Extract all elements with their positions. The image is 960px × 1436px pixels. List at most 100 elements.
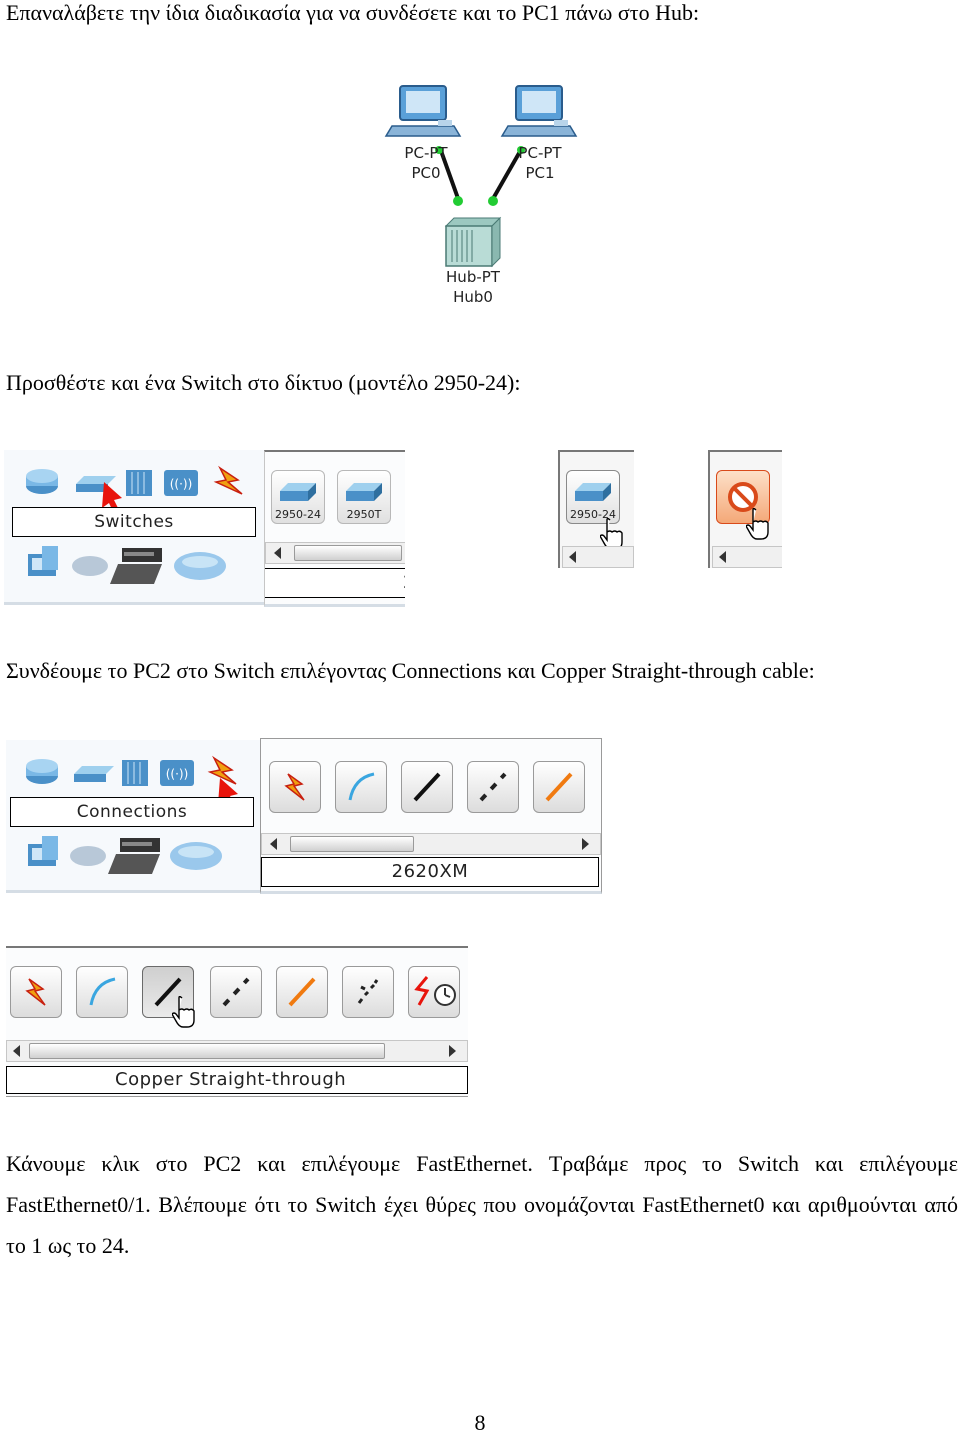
- wireless-icon[interactable]: ((·)): [164, 470, 198, 496]
- scroll-right-arrow-icon[interactable]: [449, 1045, 456, 1057]
- switch-model-icon: [280, 483, 316, 501]
- connections-lightning-icon[interactable]: [207, 755, 237, 785]
- model-scrollbar[interactable]: [265, 542, 405, 564]
- cable-scrollbar[interactable]: [6, 1040, 468, 1062]
- hub-category-icon[interactable]: [126, 470, 152, 496]
- cable-fiber-button[interactable]: [533, 761, 585, 813]
- link-pc1-hub: [488, 147, 524, 205]
- lightning-auto-icon: [284, 773, 305, 801]
- page-number: 8: [474, 1410, 486, 1435]
- port-light-hub-left: [453, 196, 463, 206]
- pc0-type-label: PC-PT: [404, 144, 448, 162]
- cable-cross-button[interactable]: [467, 761, 519, 813]
- cable-console-button[interactable]: [335, 761, 387, 813]
- switch-model-icon: [575, 483, 611, 501]
- cable-auto-button[interactable]: [269, 761, 321, 813]
- phone-cable-icon: [357, 979, 379, 1004]
- forbidden-icon: [728, 482, 758, 512]
- cable-fiber-button[interactable]: [276, 966, 328, 1018]
- crossover-cable-icon: [479, 772, 507, 802]
- pc0-icon[interactable]: [384, 85, 462, 137]
- cable-types-panel: Copper Straight-through: [6, 946, 468, 1097]
- paragraph-add-switch: Προσθέστε και ένα Switch στο δίκτυο (μον…: [6, 370, 521, 395]
- straight-cable-icon: [154, 977, 182, 1007]
- hub-category-icon[interactable]: [122, 760, 148, 786]
- model-label: 2950-24: [275, 508, 321, 521]
- link-pc0-hub: [438, 147, 462, 205]
- custom-devices-icon[interactable]: [110, 548, 162, 584]
- pc1-icon[interactable]: [500, 85, 578, 137]
- hub-name-label: Hub0: [453, 288, 493, 306]
- zoom-scrollbar[interactable]: [712, 546, 782, 568]
- router-icon[interactable]: [26, 759, 58, 784]
- end-devices-icon[interactable]: [28, 546, 58, 576]
- connections-scrollbar[interactable]: [261, 833, 601, 855]
- end-devices-icon[interactable]: [28, 836, 58, 866]
- cable-auto-button[interactable]: [10, 966, 62, 1018]
- paragraph-fastethernet: Κάνουμε κλικ στο PC2 και επιλέγουμε Fast…: [6, 1151, 958, 1258]
- fiber-cable-icon: [545, 772, 573, 802]
- model-tile-2950-24[interactable]: 2950-24: [271, 470, 325, 524]
- port-light-hub-right: [488, 196, 498, 206]
- device-type-panel-connections: ((·)) Connections: [6, 740, 260, 893]
- scroll-left-arrow-icon[interactable]: [274, 547, 281, 559]
- scroll-left-arrow-icon[interactable]: [270, 838, 277, 850]
- paragraph-intro-hub: Επαναλάβετε την ίδια διαδικασία για να σ…: [6, 0, 700, 25]
- cable-cross-button[interactable]: [210, 966, 262, 1018]
- zoom-forbidden-placement: [708, 450, 782, 568]
- pc0-name-label: PC0: [411, 164, 440, 182]
- console-cable-icon: [348, 772, 375, 801]
- hand-cursor-icon: [172, 996, 195, 1028]
- lightning-auto-icon: [25, 978, 46, 1006]
- cable-console-button[interactable]: [76, 966, 128, 1018]
- device-name-bar: 2: [265, 568, 405, 598]
- category-label-connections: Connections: [10, 797, 254, 827]
- cable-name-bar: Copper Straight-through: [6, 1066, 468, 1094]
- switch-icon[interactable]: [76, 476, 116, 492]
- multiuser-cloud-icon[interactable]: [174, 552, 226, 580]
- cable-serial-button[interactable]: [408, 966, 460, 1018]
- console-cable-icon: [89, 977, 116, 1006]
- category-label-switches: Switches: [12, 507, 256, 537]
- cable-phone-button[interactable]: [342, 966, 394, 1018]
- svg-text:((·)): ((·)): [170, 477, 193, 491]
- wireless-icon[interactable]: ((·)): [160, 760, 194, 786]
- scroll-right-arrow-icon[interactable]: [582, 838, 589, 850]
- scroll-left-arrow-icon[interactable]: [569, 551, 576, 563]
- device-name-bar: 2620XM: [261, 857, 599, 887]
- hand-cursor-icon: [746, 508, 769, 540]
- custom-devices-icon[interactable]: [108, 838, 160, 874]
- scroll-thumb[interactable]: [29, 1043, 385, 1059]
- model-tile-2950t[interactable]: 2950T: [337, 470, 391, 524]
- hub-icon[interactable]: [444, 216, 502, 268]
- wan-cloud-icon[interactable]: [72, 556, 108, 576]
- pc1-name-label: PC1: [525, 164, 554, 182]
- multiuser-cloud-icon[interactable]: [170, 842, 222, 870]
- device-icons-row-top: ((·)): [26, 755, 237, 786]
- forbidden-tile[interactable]: [716, 470, 770, 524]
- serial-clock-icon: [414, 976, 456, 1006]
- router-icon[interactable]: [26, 469, 58, 494]
- fiber-cable-icon: [288, 977, 316, 1007]
- scroll-thumb[interactable]: [290, 836, 414, 852]
- connections-lightning-icon[interactable]: [213, 465, 243, 495]
- hub-type-label: Hub-PT: [446, 268, 501, 286]
- zoom-scrollbar[interactable]: [562, 546, 634, 568]
- device-icons-row-top: ((·)): [26, 465, 243, 496]
- straight-cable-icon: [413, 772, 441, 802]
- device-type-panel-switches: ((·)) Switches: [4, 450, 264, 605]
- paragraph-connect-pc2: Συνδέουμε το PC2 στο Switch επιλέγοντας …: [6, 658, 815, 683]
- wan-cloud-icon[interactable]: [70, 846, 106, 866]
- model-label: 2950T: [346, 508, 382, 521]
- switch-icon[interactable]: [74, 766, 114, 782]
- scroll-left-arrow-icon[interactable]: [719, 551, 726, 563]
- scroll-thumb[interactable]: [294, 545, 402, 561]
- pc1-type-label: PC-PT: [518, 144, 562, 162]
- model-label: 2950-24: [570, 508, 616, 521]
- cable-straight-button[interactable]: [401, 761, 453, 813]
- model-tile-2950-24-hover[interactable]: 2950-24: [566, 470, 620, 524]
- svg-text:((·)): ((·)): [166, 767, 189, 781]
- device-icons-row-bottom: [28, 836, 222, 874]
- scroll-left-arrow-icon[interactable]: [13, 1045, 20, 1057]
- device-model-panel-switches: 2950-24 2950T 2: [264, 450, 405, 607]
